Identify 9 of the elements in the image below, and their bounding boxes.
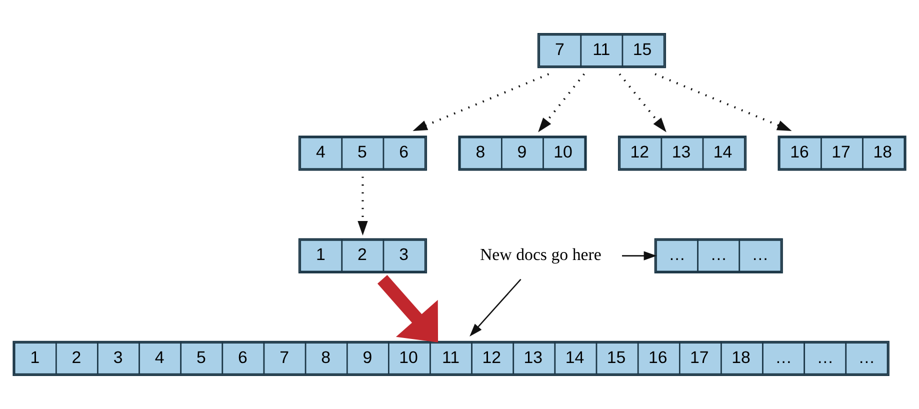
arrow — [412, 73, 550, 131]
arrow — [358, 176, 368, 236]
node-text: New docs go here — [480, 245, 602, 264]
arrow — [538, 73, 585, 132]
arrow — [654, 73, 792, 131]
arrow — [618, 73, 666, 132]
arrow — [377, 275, 438, 342]
arrow — [622, 251, 657, 260]
arrow — [470, 278, 522, 336]
